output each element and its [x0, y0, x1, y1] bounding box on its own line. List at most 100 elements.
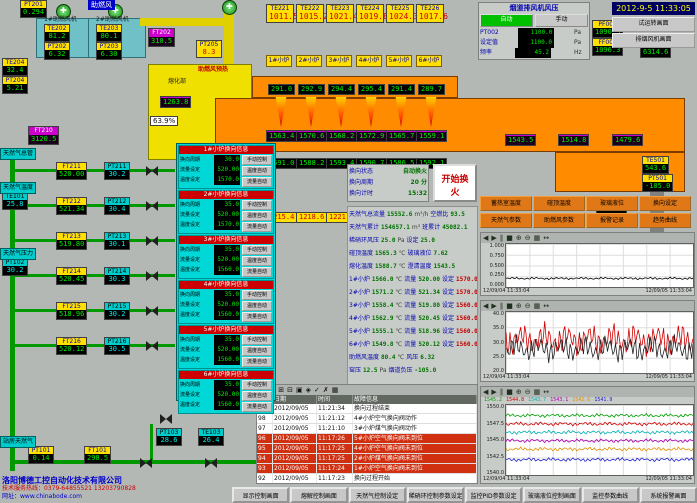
valve-icon[interactable]	[146, 201, 158, 211]
quick-function-button[interactable]: 玻璃液位	[586, 196, 638, 211]
instrument-tag: TE225 1024.3	[386, 4, 418, 23]
tag-label: TE501	[643, 157, 669, 164]
manual-control-button[interactable]: 手动控制	[242, 245, 272, 255]
valve-icon[interactable]	[146, 341, 158, 351]
alarm-row[interactable]: 94 2012/09/05 11:17:25 2#小炉煤气换向阀未到位	[257, 454, 477, 464]
valve-icon[interactable]	[140, 458, 152, 468]
alarm-list-panel: ▤▥⊞⊟▣◈✓✗▦ 序号 日期 时间 故障信息 99 2012/09/05 11…	[256, 384, 478, 484]
screen-nav-button[interactable]: 排烟风机画面	[612, 33, 695, 48]
screen-nav-button[interactable]: 稀硝环控制参数设定	[406, 487, 464, 503]
alarm-tool-icon[interactable]: ✓	[314, 386, 320, 394]
chart-tool-icon[interactable]: ↔	[543, 387, 550, 396]
screen-nav-button[interactable]: 试运转画面	[612, 17, 695, 32]
chart-tool-icon[interactable]: ∥	[499, 387, 504, 396]
chart-tool-icon[interactable]: ▶	[491, 301, 497, 310]
screen-nav-button[interactable]: 天然气控制设定	[348, 487, 406, 503]
chart-tool-icon[interactable]: ■	[506, 387, 513, 396]
chart-tool-icon[interactable]: ▶	[491, 387, 497, 396]
flow-auto-button[interactable]: 流量自动	[242, 267, 272, 277]
y-axis-tick: 0.250	[489, 272, 504, 279]
alarm-tool-icon[interactable]: ▦	[331, 386, 339, 394]
alarm-tool-icon[interactable]: ✗	[322, 386, 329, 394]
start-reversal-button[interactable]: 开始换火	[433, 164, 477, 202]
alarm-tool-icon[interactable]: ⊞	[278, 386, 285, 394]
chart-tool-icon[interactable]: ∥	[499, 301, 504, 310]
valve-icon[interactable]	[146, 166, 158, 176]
alarm-row[interactable]: 99 2012/09/05 11:21:34 换向过程结束	[257, 404, 477, 414]
temp-auto-button[interactable]: 温度自动	[242, 166, 272, 176]
quick-function-button[interactable]: 助燃风参数	[533, 213, 585, 228]
temp-auto-button[interactable]: 温度自动	[242, 211, 272, 221]
alarm-row[interactable]: 93 2012/09/05 11:17:24 1#小炉空气换向阀未到位	[257, 464, 477, 474]
chart-tool-icon[interactable]: ▦	[533, 301, 541, 310]
temp-auto-button[interactable]: 温度自动	[242, 301, 272, 311]
flow-setpoint-value: 520.00	[214, 390, 240, 400]
tag-label: TE203	[97, 25, 121, 32]
manual-control-button[interactable]: 手动控制	[242, 335, 272, 345]
flow-auto-button[interactable]: 流量自动	[242, 222, 272, 232]
instrument-tag: FT213 519.80	[56, 232, 88, 250]
chart-tool-icon[interactable]: ⊕	[515, 387, 522, 396]
valve-icon[interactable]	[146, 271, 158, 281]
quick-function-button[interactable]: 天然气参数	[480, 213, 532, 228]
manual-control-button[interactable]: 手动控制	[242, 200, 272, 210]
screen-nav-button[interactable]: 监控PID参数设定	[465, 487, 523, 503]
chart-tool-icon[interactable]: ▶	[491, 233, 497, 242]
screen-nav-button[interactable]: 系统报警画面	[639, 487, 697, 503]
chart-tool-icon[interactable]: ↔	[543, 233, 550, 242]
chart-tool-icon[interactable]: ∥	[499, 233, 504, 242]
temp-auto-button[interactable]: 温度自动	[242, 391, 272, 401]
valve-icon[interactable]	[146, 236, 158, 246]
alarm-tool-icon[interactable]: ⊟	[287, 386, 293, 394]
manual-control-button[interactable]: 手动控制	[242, 380, 272, 390]
flow-auto-button[interactable]: 流量自动	[242, 312, 272, 322]
chart-tool-icon[interactable]: ⊖	[524, 387, 531, 396]
screen-nav-button[interactable]: 显示控制画面	[232, 487, 290, 503]
alarm-tool-icon[interactable]: ◈	[305, 386, 312, 394]
chart-tool-icon[interactable]: ◀	[483, 301, 489, 310]
alarm-row[interactable]: 92 2012/09/05 11:17:23 换向过程开始	[257, 474, 477, 483]
instrument-tag: TE204 32.4	[2, 58, 28, 76]
alarm-tool-icon[interactable]: ▣	[296, 386, 303, 394]
manual-control-button[interactable]: 手动控制	[242, 155, 272, 165]
temp-auto-button[interactable]: 温度自动	[242, 256, 272, 266]
chart-tool-icon[interactable]: ⊖	[524, 233, 531, 242]
chart-tool-icon[interactable]: ▦	[533, 233, 541, 242]
tag-label: TE223	[327, 5, 353, 12]
alarm-row[interactable]: 98 2012/09/05 11:21:12 4#小炉空气换向阀动作	[257, 414, 477, 424]
instrument-tag: 295.4	[358, 84, 386, 95]
quick-function-button[interactable]: 报警记录	[586, 213, 638, 228]
tag-label: TE202	[45, 25, 69, 32]
flow-auto-button[interactable]: 流量自动	[242, 357, 272, 367]
temp-auto-button[interactable]: 温度自动	[242, 346, 272, 356]
instrument-tag: PT211 30.2	[104, 162, 130, 180]
quick-function-button[interactable]: 蓄热室温度	[480, 196, 532, 211]
valve-icon[interactable]	[160, 414, 172, 424]
alarm-row[interactable]: 95 2012/09/05 11:17:25 4#小炉空气换向阀未到位	[257, 444, 477, 454]
chart-tool-icon[interactable]: ⊕	[515, 301, 522, 310]
screen-nav-button[interactable]: 熔解控制画面	[290, 487, 348, 503]
quick-function-button[interactable]: 碹顶温度	[533, 196, 585, 211]
quick-function-button[interactable]: 趋势曲线	[639, 213, 691, 228]
chart-tool-icon[interactable]: ■	[506, 233, 513, 242]
chart-tool-icon[interactable]: ⊖	[524, 301, 531, 310]
manual-mode-button[interactable]: 手动	[535, 14, 588, 27]
quick-function-button[interactable]: 换向设定	[639, 196, 691, 211]
screen-nav-button[interactable]: 玻璃液位控制画面	[523, 487, 581, 503]
alarm-row[interactable]: 97 2012/09/05 11:21:10 3#小炉煤气换向阀动作	[257, 424, 477, 434]
alarm-row[interactable]: 96 2012/09/05 11:17:26 5#小炉空气换向阀未到位	[257, 434, 477, 444]
flow-auto-button[interactable]: 流量自动	[242, 402, 272, 412]
auto-mode-button[interactable]: 自动	[480, 14, 533, 27]
chart-tool-icon[interactable]: ▦	[533, 387, 541, 396]
chart-tool-icon[interactable]: ■	[506, 301, 513, 310]
chart-tool-icon[interactable]: ⊕	[515, 233, 522, 242]
flow-auto-button[interactable]: 流量自动	[242, 177, 272, 187]
chart-tool-icon[interactable]: ↔	[543, 301, 550, 310]
screen-nav-button[interactable]: 监控参数曲线	[581, 487, 639, 503]
valve-icon[interactable]	[205, 458, 217, 468]
tag-value: 1565.7	[387, 131, 417, 141]
chart-tool-icon[interactable]: ◀	[483, 387, 489, 396]
chart-tool-icon[interactable]: ◀	[483, 233, 489, 242]
valve-icon[interactable]	[146, 306, 158, 316]
manual-control-button[interactable]: 手动控制	[242, 290, 272, 300]
